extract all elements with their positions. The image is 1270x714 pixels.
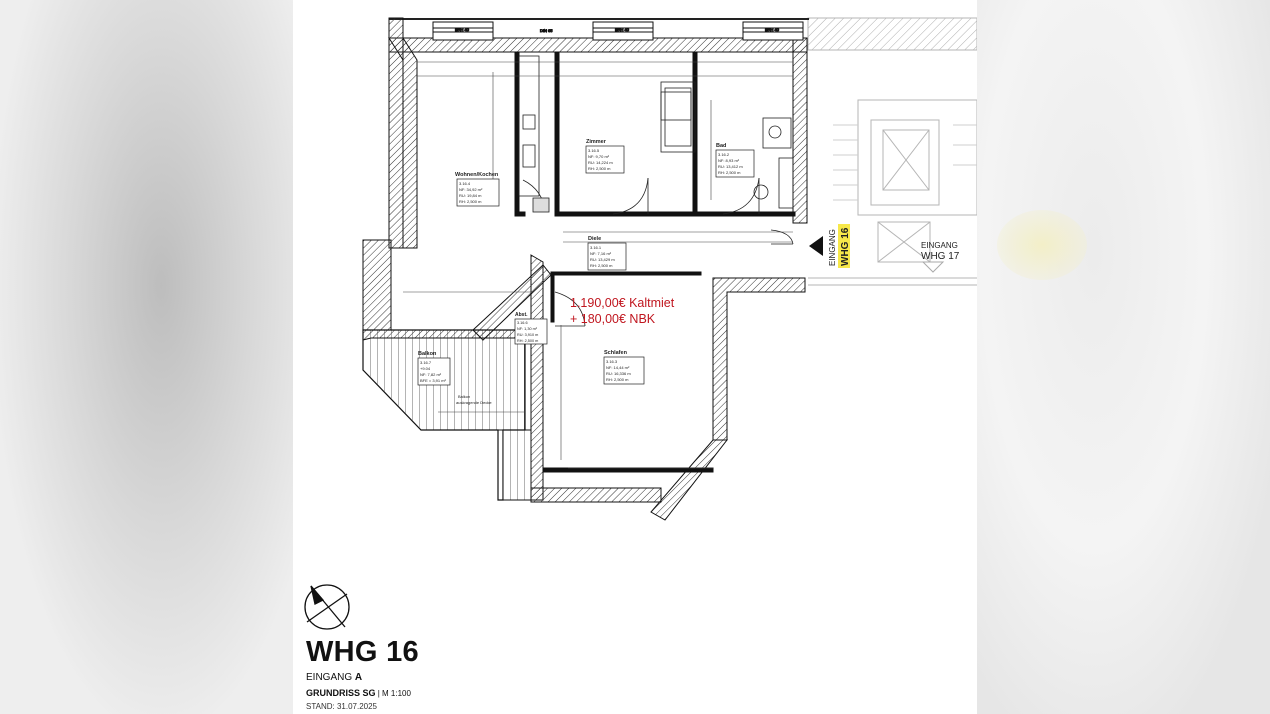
svg-text:RU: 3,910 m: RU: 3,910 m [517,333,538,337]
svg-text:Zimmer: Zimmer [586,139,607,145]
svg-text:RU: 19,84 m: RU: 19,84 m [459,193,482,198]
balcony-note-1: Balkon [458,394,470,399]
svg-text:3.16.3: 3.16.3 [606,359,618,364]
svg-text:3.16.2: 3.16.2 [718,152,730,157]
svg-text:Diele: Diele [588,236,601,242]
plan-type-line: GRUNDRISS SG | M 1:100 [306,688,411,698]
brh-label-3: BRH 40 [765,27,780,32]
svg-text:3.16.1: 3.16.1 [590,245,602,250]
apartment-title: WHG 16 [306,636,419,668]
brh-label-2: BRH 40 [615,27,630,32]
svg-text:NF: 7,16 m²: NF: 7,16 m² [590,251,612,256]
entrance-whg17: EINGANG WHG 17 [921,241,960,273]
bathroom-fixtures [660,81,794,209]
whg17-label: WHG 17 [921,251,960,262]
plan-type: GRUNDRISS SG [306,688,376,698]
eingang-vertical-label: EINGANG [828,229,837,266]
svg-text:3.16.6: 3.16.6 [517,321,528,325]
windows: BRH 40 BRH 40 BRH 40 DIN 65 [432,21,804,41]
svg-text:+9.04: +9.04 [420,366,431,371]
svg-text:Bad: Bad [716,143,726,149]
svg-text:RH: 2,500 m: RH: 2,500 m [606,377,629,382]
svg-text:3.16.5: 3.16.5 [588,148,600,153]
closet-area [497,429,532,501]
blurred-background-right [977,0,1270,714]
rent-price-label: 1.190,00€ Kaltmiet [570,296,675,310]
svg-text:BFE = 3,91 m²: BFE = 3,91 m² [420,378,447,383]
svg-text:RU: 13,412 m: RU: 13,412 m [718,164,743,169]
svg-text:RH: 2,500 m: RH: 2,500 m [718,170,741,175]
room-bad: Bad 3.16.2 NF: 8,93 m² RU: 13,412 m RH: … [715,143,755,178]
svg-text:Abst.: Abst. [515,312,528,318]
svg-text:NF: 8,93 m²: NF: 8,93 m² [718,158,740,163]
balcony-note-2: auskragende Decke [456,400,492,405]
entrance-value: A [354,672,363,683]
room-schlafen: Schlafen 3.16.3 NF: 14,44 m² RU: 16,336 … [603,350,645,385]
svg-text:NF: 1,30 m²: NF: 1,30 m² [517,327,538,331]
interior-walls [514,51,796,473]
plan-date: STAND: 31.07.2025 [306,702,378,711]
svg-text:RH: 2,500 m: RH: 2,500 m [590,263,613,268]
svg-text:3.16.7: 3.16.7 [420,360,432,365]
svg-text:NF: 34,92 m²: NF: 34,92 m² [459,187,483,192]
room-diele: Diele 3.16.1 NF: 7,16 m² RU: 13,429 m RH… [587,236,627,271]
svg-text:RU: 14,224 m: RU: 14,224 m [588,160,613,165]
north-arrow-icon [304,584,350,630]
svg-text:RH: 2,500 m: RH: 2,500 m [588,166,611,171]
eingang-17-label: EINGANG [921,241,958,250]
floor-plan-drawing: EINGANG WHG 17 [304,17,977,630]
entrance-marker-whg16: EINGANG WHG 16 [809,224,851,268]
svg-text:NF: 14,44 m²: NF: 14,44 m² [606,365,630,370]
svg-text:NF: 9,70 m²: NF: 9,70 m² [588,154,610,159]
plan-scale: | M 1:100 [375,689,411,698]
room-abst: Abst. 3.16.6 NF: 1,30 m² RU: 3,910 m RH:… [514,312,548,345]
neighbour-building [807,17,977,286]
svg-text:RU: 16,336 m: RU: 16,336 m [606,371,631,376]
room-zimmer: Zimmer 3.16.5 NF: 9,70 m² RU: 14,224 m R… [585,139,625,174]
blurred-background-left [0,0,293,714]
room-wohnen-kochen: Wohnen/Kochen 3.16.4 NF: 34,92 m² RU: 19… [455,172,500,207]
room-balkon: Balkon 3.16.7 +9.04 NF: 7,82 m² BFE = 3,… [417,351,451,386]
svg-text:Balkon: Balkon [418,351,437,357]
svg-text:Schlafen: Schlafen [604,350,628,356]
svg-text:RU: 13,429 m: RU: 13,429 m [590,257,615,262]
entrance-prefix: EINGANG [306,672,355,683]
whg16-vertical-label: WHG 16 [840,227,851,266]
brh-label-1: BRH 40 [455,27,470,32]
svg-text:Wohnen/Kochen: Wohnen/Kochen [455,172,499,178]
additional-costs-label: + 180,00€ NBK [570,312,656,326]
floor-plan-sheet: EINGANG WHG 17 [293,0,977,714]
svg-text:3.16.4: 3.16.4 [459,181,471,186]
dimension-lines [403,61,793,469]
exterior-walls [362,17,809,521]
kitchen-counter [518,55,550,213]
svg-text:RH: 2,500 m: RH: 2,500 m [517,339,538,343]
svg-text:NF: 7,82 m²: NF: 7,82 m² [420,372,442,377]
entrance-line: EINGANG A [306,672,362,683]
svg-text:RH: 2,500 m: RH: 2,500 m [459,199,482,204]
din-label: DIN 65 [540,28,553,33]
